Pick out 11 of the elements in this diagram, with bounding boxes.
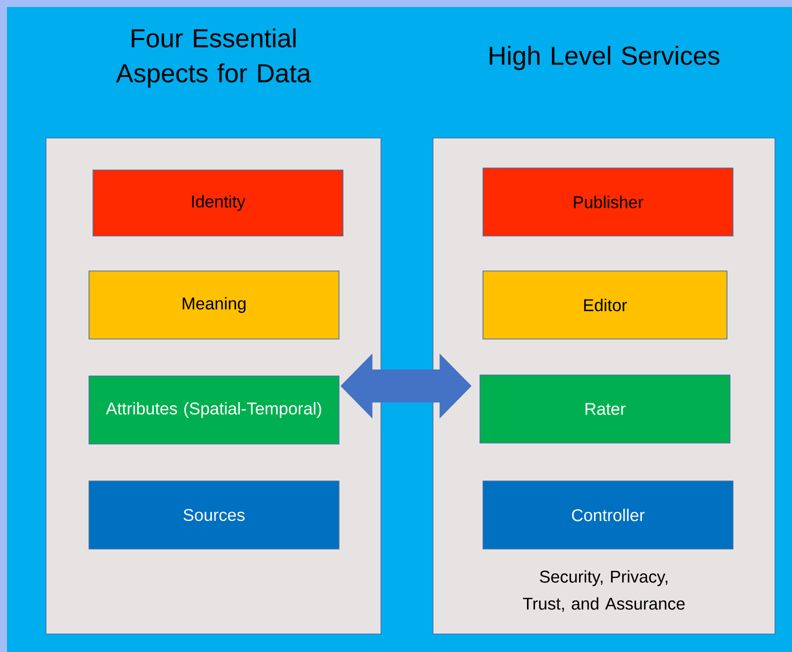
label-box: Controller (482, 480, 734, 550)
label-box: Meaning (88, 270, 340, 340)
label-box: Publisher (482, 168, 734, 236)
panel-note: Security, Privacy, Trust, and Assurance (522, 570, 685, 612)
label-box: Attributes (Spatial-Temporal) (88, 376, 340, 444)
label-box: Identity (92, 170, 344, 236)
label-box: Editor (482, 270, 728, 340)
label-box: Rater (480, 374, 730, 444)
label-box: Sources (88, 480, 340, 550)
panel-heading: Four Essential Aspects for Data (116, 28, 312, 88)
panel-heading: High Level Services (490, 46, 720, 70)
